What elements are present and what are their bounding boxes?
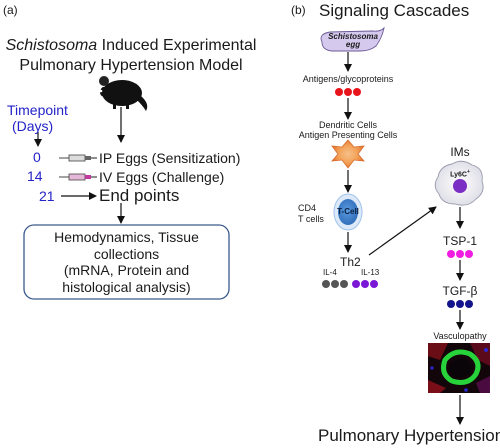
end-points-label: End points: [99, 186, 180, 205]
tgfb-dots: [447, 300, 473, 308]
ly6c-text: Ly6C: [450, 171, 467, 179]
ims-label: IMs: [450, 145, 470, 159]
ly6c-label: Ly6C+: [440, 169, 480, 178]
day-14: 14: [27, 168, 43, 184]
dc-line1: Dendritic Cells: [318, 120, 378, 130]
panel-b-title: Signaling Cascades: [319, 1, 470, 20]
mouse-icon: [99, 76, 148, 111]
panel-a-title-rest: Induced Experimental: [97, 37, 257, 54]
timepoint-label: Timepoint: [7, 102, 68, 118]
day-0: 0: [33, 149, 41, 165]
t-cell-shape: [333, 193, 363, 231]
analysis-box-text: Hemodynamics, Tissue collections (mRNA, …: [24, 229, 229, 295]
cd4-line1: CD4: [298, 203, 317, 213]
syringe-icon-challenge: [59, 173, 97, 181]
il4-dots: [322, 280, 348, 288]
analysis-line-2: collections: [93, 245, 160, 262]
ly6c-sup: +: [466, 169, 470, 175]
panel-a-title-italic: Schistosoma: [5, 37, 98, 54]
analysis-box: [23, 224, 230, 300]
egg-label-line1: Schistosoma: [328, 32, 378, 41]
syringe-icon-sensitization: [59, 154, 97, 162]
panel-b-label: (b): [291, 3, 306, 17]
panel-a-label: (a): [3, 3, 18, 17]
dendritic-cell-shape: [331, 139, 365, 169]
analysis-line-1: Hemodynamics, Tissue: [54, 229, 199, 245]
analysis-line-3: (mRNA, Protein and: [63, 262, 190, 278]
il13-label: IL-13: [361, 268, 380, 277]
cd4-label: CD4 T cells: [298, 203, 324, 225]
egg-label-line2: egg: [345, 40, 361, 49]
cd4-line2: T cells: [298, 214, 324, 224]
iv-eggs-label: IV Eggs (Challenge): [99, 169, 225, 185]
th2-label: Th2: [340, 255, 361, 269]
tgfb-label: TGF-β: [442, 284, 478, 298]
panel-a-title-line2: Pulmonary Hypertension Model: [19, 57, 243, 74]
day-21: 21: [39, 188, 55, 204]
dendritic-cells-label: Dendritic Cells Antigen Presenting Cells: [288, 120, 408, 140]
antigen-dots: [335, 88, 361, 96]
analysis-line-4: histological analysis): [62, 278, 191, 295]
monocyte-shape: [434, 160, 484, 206]
ip-eggs-label: IP Eggs (Sensitization): [99, 150, 241, 166]
egg-label: Schistosoma egg: [318, 33, 388, 49]
schistosoma-egg-shape: [320, 26, 385, 52]
pulmonary-hypertension-label: Pulmonary Hypertension: [318, 426, 500, 445]
il13-dots: [352, 280, 378, 288]
tsp1-label: TSP-1: [442, 234, 477, 248]
timepoint-unit: (Days): [12, 118, 54, 134]
dc-line2: Antigen Presenting Cells: [298, 130, 398, 140]
il4-label: IL-4: [323, 268, 337, 277]
tsp1-dots: [447, 250, 473, 258]
antigens-label: Antigens/glycoproteins: [302, 74, 394, 84]
vasculopathy-image: [428, 343, 490, 393]
th2-to-ims-arrow: [368, 206, 437, 256]
vasculopathy-label: Vasculopathy: [433, 331, 487, 341]
panel-a-title-line1: Schistosoma Induced Experimental: [0, 37, 262, 55]
tcell-label: T-Cell: [337, 207, 359, 216]
